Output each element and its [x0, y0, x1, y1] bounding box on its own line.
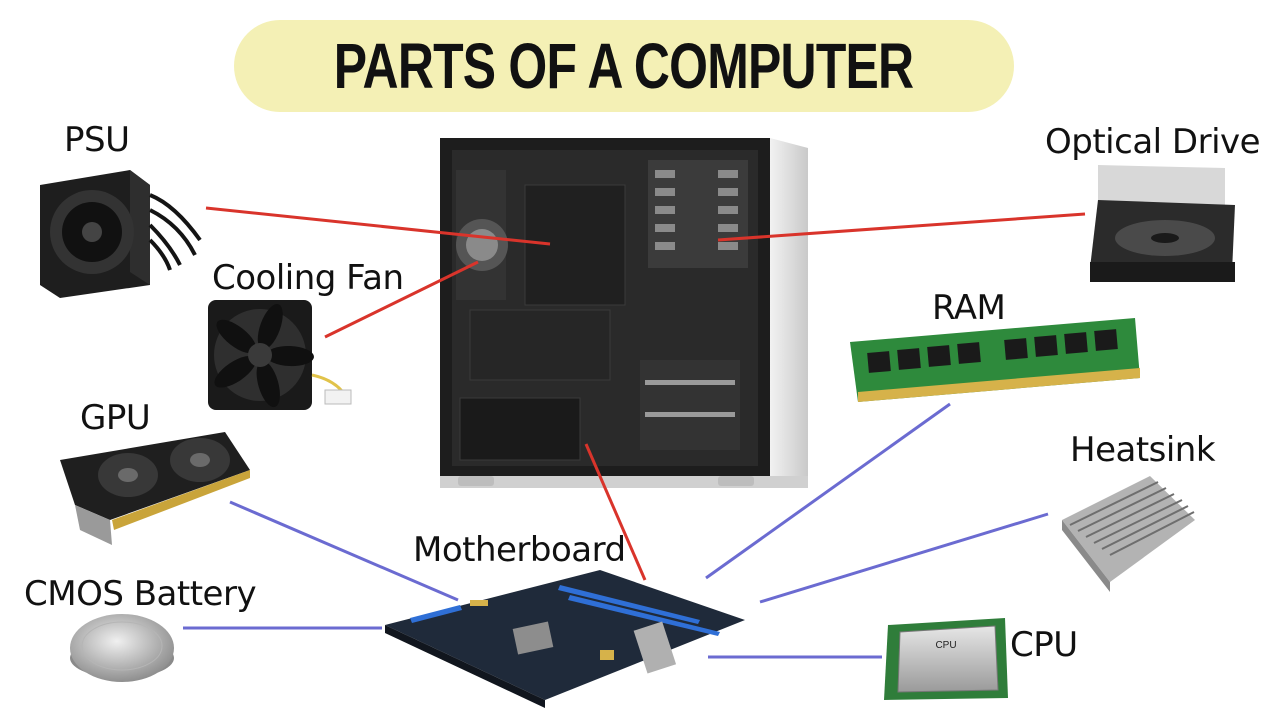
heatsink-image [1062, 476, 1195, 592]
label-ram: RAM [932, 288, 1006, 328]
motherboard-connectors [183, 402, 1049, 659]
ram-connector-line [705, 402, 951, 580]
label-psu: PSU [64, 120, 130, 160]
gpu-image [60, 432, 250, 545]
label-cooling-fan: Cooling Fan [212, 258, 404, 298]
computer-case-image [440, 138, 808, 488]
optical-drive-connector-line [717, 212, 1086, 242]
heatsink-connector-line [759, 512, 1049, 604]
label-optical-drive: Optical Drive [1045, 122, 1261, 162]
ram-image [850, 318, 1140, 402]
label-heatsink: Heatsink [1070, 430, 1216, 470]
psu-image [40, 170, 202, 298]
label-motherboard: Motherboard [413, 530, 626, 570]
cpu-image: CPU [884, 618, 1008, 700]
label-gpu: GPU [80, 398, 151, 438]
gpu-connector-line [229, 500, 459, 602]
motherboard-image [385, 570, 745, 708]
motherboard-connector-line [584, 443, 647, 581]
optical-drive-image [1090, 165, 1235, 282]
label-cmos-battery: CMOS Battery [24, 574, 257, 614]
cooling-fan-connector-line [324, 260, 479, 339]
label-cpu: CPU [1010, 625, 1078, 665]
psu-connector-line [205, 206, 551, 246]
title-banner: PARTS OF A COMPUTER [234, 20, 1014, 112]
page-title: PARTS OF A COMPUTER [334, 30, 914, 102]
case-connectors [205, 206, 1086, 581]
cpu-chip-marking: CPU [935, 640, 956, 651]
cmos-battery-image [70, 614, 174, 682]
cooling-fan-image [208, 300, 352, 410]
